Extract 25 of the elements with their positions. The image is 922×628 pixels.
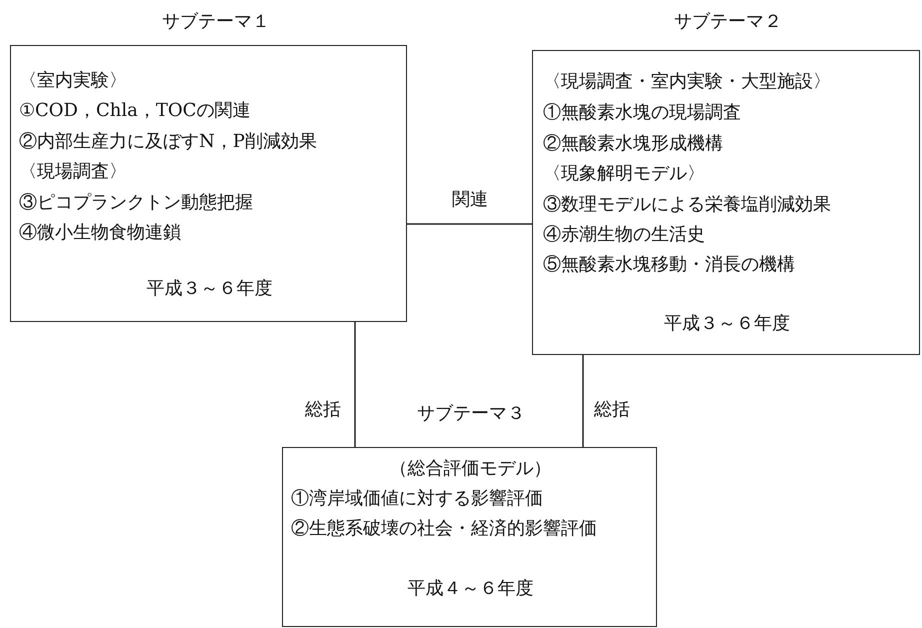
item-text: ①COD，Chla，TOCの関連 [19, 100, 250, 122]
period-text: 平成４～６年度 [408, 578, 534, 600]
item-text: 〈現場調査・室内実験・大型施設〉 [543, 71, 831, 93]
item-text: ③数理モデルによる栄養塩削減効果 [543, 194, 831, 216]
heading: サブテーマ３ [417, 403, 525, 425]
item-text: ①無酸素水塊の現場調査 [543, 102, 741, 124]
item-text: 〈現場調査〉 [19, 161, 127, 183]
connector-line [407, 223, 532, 225]
item-text: ④赤潮生物の生活史 [543, 224, 705, 246]
heading: サブテーマ１ [162, 11, 270, 33]
item-text: 〈現象解明モデル〉 [543, 163, 705, 185]
item-text: ⑤無酸素水塊移動・消長の機構 [543, 254, 795, 276]
item-text: ④微小生物食物連鎖 [19, 222, 181, 244]
connector-line [354, 322, 356, 447]
item-text: ③ピコプランクトン動態把握 [19, 192, 253, 214]
item-text: （総合評価モデル） [390, 458, 552, 480]
item-text: 〈室内実験〉 [19, 70, 127, 92]
item-text: ②無酸素水塊形成機構 [543, 133, 723, 155]
period-text: 平成３～６年度 [146, 278, 272, 300]
period-text: 平成３～６年度 [664, 313, 790, 335]
heading: サブテーマ２ [674, 11, 782, 33]
item-text: ②内部生産力に及ぼすN，P削減効果 [19, 131, 317, 153]
item-text: ①湾岸域価値に対する影響評価 [291, 488, 543, 510]
item-text: ②生態系破壊の社会・経済的影響評価 [291, 518, 597, 540]
connector-line [582, 355, 584, 447]
